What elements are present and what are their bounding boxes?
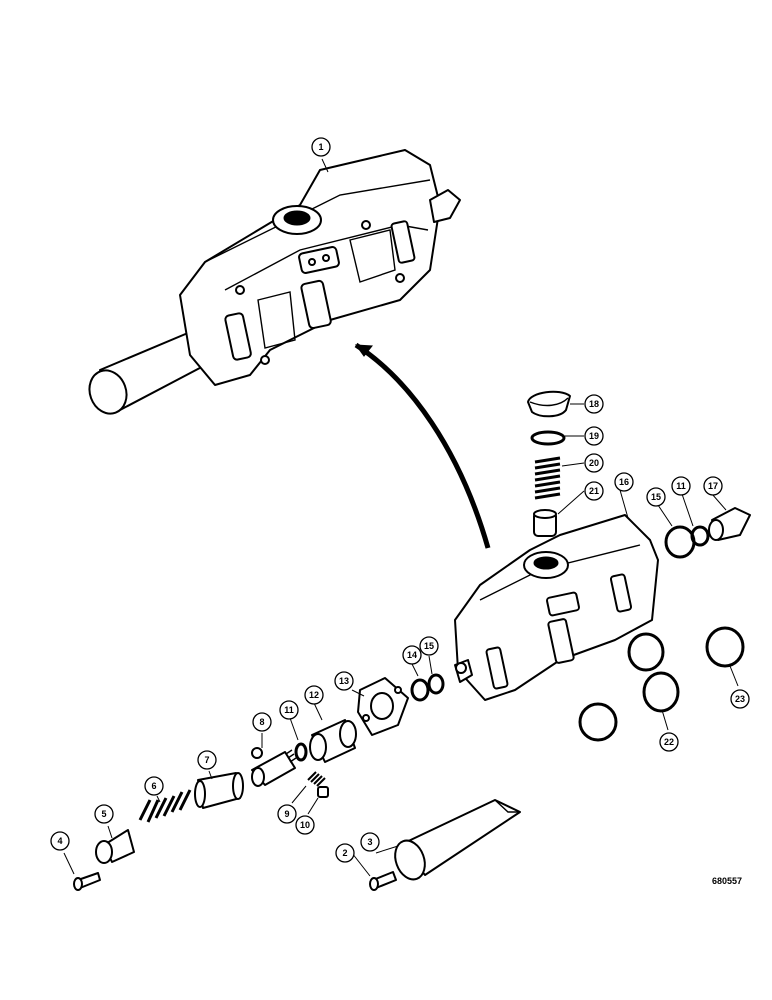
svg-text:18: 18 — [589, 399, 599, 409]
part-18-cap — [527, 390, 571, 418]
part-2-screw — [369, 871, 397, 891]
callout-18: 18 — [584, 394, 604, 414]
part-10-plug-small — [317, 786, 329, 798]
callout-6: 6 — [144, 776, 164, 796]
callout-12: 12 — [304, 685, 324, 705]
svg-text:15: 15 — [424, 641, 434, 651]
callout-22: 22 — [659, 732, 679, 752]
svg-text:13: 13 — [339, 676, 349, 686]
callout-3: 3 — [360, 832, 380, 852]
callout-10: 10 — [295, 815, 315, 835]
rings-22-23 — [578, 626, 745, 742]
assembly-arrow — [354, 342, 491, 549]
part-21-poppet — [533, 509, 557, 537]
part-17-plug — [708, 507, 751, 541]
callout-2: 2 — [335, 843, 355, 863]
callout-11-right: 11 — [671, 476, 691, 496]
svg-text:11: 11 — [284, 705, 294, 715]
part-20-spring — [534, 456, 561, 500]
callout-8: 8 — [252, 712, 272, 732]
part-7-cup — [194, 772, 244, 809]
svg-text:21: 21 — [589, 486, 599, 496]
figure-code: 680557 — [712, 876, 743, 886]
svg-text:6: 6 — [151, 781, 156, 791]
part-3-spool-cap — [394, 799, 521, 881]
callout-4: 4 — [50, 831, 70, 851]
callout-16: 16 — [614, 472, 634, 492]
callout-15-right: 15 — [646, 487, 666, 507]
svg-text:10: 10 — [300, 820, 310, 830]
callout-17: 17 — [703, 476, 723, 496]
callout-7: 7 — [197, 750, 217, 770]
valve-section-body — [454, 514, 659, 701]
rings-15-11-right — [664, 525, 710, 559]
callout-20: 20 — [584, 453, 604, 473]
part-5-retainer — [95, 829, 135, 864]
svg-text:9: 9 — [284, 809, 289, 819]
callout-23: 23 — [730, 689, 750, 709]
callout-5: 5 — [94, 804, 114, 824]
rings-14-15-left — [410, 673, 445, 702]
callout-9: 9 — [277, 804, 297, 824]
svg-text:5: 5 — [101, 809, 106, 819]
part-12-sleeve — [309, 719, 357, 763]
callout-1: 1 — [311, 137, 331, 157]
svg-text:23: 23 — [735, 694, 745, 704]
svg-text:11: 11 — [676, 481, 686, 491]
part-13-flange — [357, 677, 409, 736]
svg-text:16: 16 — [619, 477, 629, 487]
svg-text:22: 22 — [664, 737, 674, 747]
part-6-spring — [138, 789, 192, 823]
callout-14: 14 — [402, 645, 422, 665]
svg-text:4: 4 — [57, 836, 62, 846]
svg-text:3: 3 — [367, 837, 372, 847]
valve-section-assembly — [88, 149, 461, 415]
svg-text:7: 7 — [204, 755, 209, 765]
svg-text:12: 12 — [309, 690, 319, 700]
part-9-spring-small — [307, 771, 326, 787]
svg-text:8: 8 — [259, 717, 264, 727]
callout-19: 19 — [584, 426, 604, 446]
part-19-oring — [530, 430, 566, 446]
svg-text:19: 19 — [589, 431, 599, 441]
leader-lines — [63, 158, 739, 877]
svg-text:20: 20 — [589, 458, 599, 468]
part-4-screw — [73, 872, 101, 891]
callout-11-left: 11 — [279, 700, 299, 720]
part-8-spool-end — [251, 747, 297, 787]
svg-text:14: 14 — [407, 650, 417, 660]
callout-15-left: 15 — [419, 636, 439, 656]
part-11-oring-left — [294, 742, 308, 762]
callout-21: 21 — [584, 481, 604, 501]
svg-text:17: 17 — [708, 481, 718, 491]
callout-13: 13 — [334, 671, 354, 691]
svg-text:15: 15 — [651, 492, 661, 502]
svg-text:2: 2 — [342, 848, 347, 858]
svg-text:1: 1 — [318, 142, 323, 152]
